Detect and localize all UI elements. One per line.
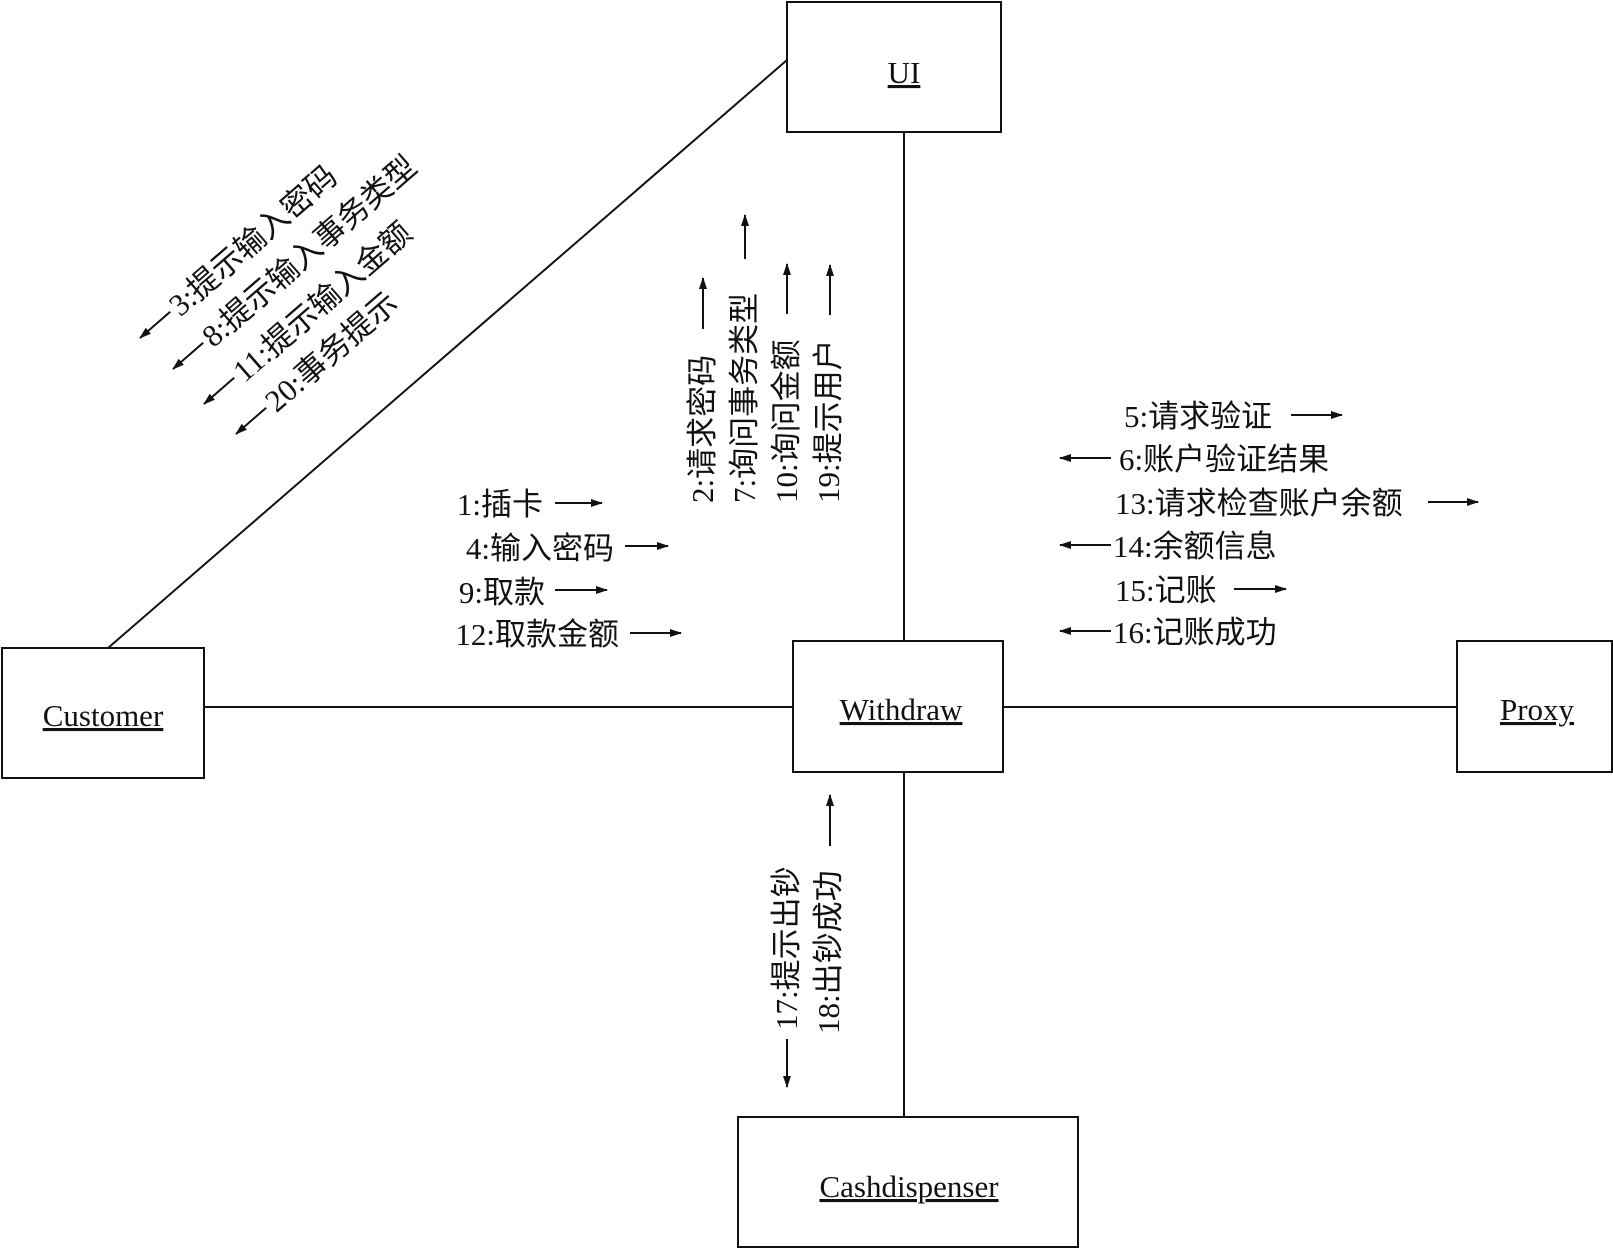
object-ui-label: UI — [888, 55, 921, 90]
msg-2: 2:请求密码 — [685, 355, 720, 503]
object-customer-label: Customer — [43, 698, 164, 733]
msg-15: 15:记账 — [1115, 573, 1217, 608]
object-cashdispenser: Cashdispenser — [737, 1116, 1079, 1248]
msg-10: 10:询问金额 — [769, 339, 804, 503]
msg-7: 7:询问事务类型 — [727, 293, 762, 503]
msg-16: 16:记账成功 — [1113, 615, 1277, 650]
messages-withdraw-proxy: 5:请求验证 6:账户验证结果 13:请求检查账户余额 14:余额信息 15:记… — [1059, 399, 1479, 650]
msg-5: 5:请求验证 — [1124, 399, 1272, 434]
object-proxy: Proxy — [1456, 640, 1613, 773]
msg-9: 9:取款 — [459, 575, 545, 610]
links — [107, 59, 1457, 1117]
messages-customer-to-withdraw: 1:插卡 4:输入密码 9:取款 12:取款金额 — [455, 487, 682, 652]
arrow-msg-11 — [203, 377, 235, 405]
msg-6: 6:账户验证结果 — [1119, 442, 1329, 477]
messages-ui-to-customer: 3:提示输入密码 8:提示输入事务类型 11:提示输入金额 20:事务提示 — [139, 149, 423, 435]
msg-4: 4:输入密码 — [466, 531, 614, 566]
msg-1: 1:插卡 — [457, 487, 543, 522]
object-proxy-label: Proxy — [1500, 692, 1575, 727]
arrow-msg-3 — [139, 311, 171, 339]
object-withdraw-label: Withdraw — [840, 692, 963, 727]
messages-withdraw-to-ui: 2:请求密码 7:询问事务类型 10:询问金额 19:提示用户 — [685, 214, 846, 503]
msg-17: 17:提示出钞 — [769, 866, 804, 1030]
messages-withdraw-cashdispenser: 17:提示出钞 18:出钞成功 — [769, 794, 846, 1088]
object-cashdispenser-label: Cashdispenser — [819, 1169, 999, 1204]
msg-18: 18:出钞成功 — [811, 870, 846, 1034]
object-ui: UI — [786, 1, 1002, 133]
arrow-msg-8 — [172, 342, 204, 370]
msg-12: 12:取款金额 — [455, 617, 619, 652]
object-withdraw: Withdraw — [792, 640, 1004, 773]
object-customer: Customer — [1, 647, 205, 779]
msg-13: 13:请求检查账户余额 — [1115, 486, 1403, 521]
arrow-msg-20 — [235, 407, 267, 435]
msg-19: 19:提示用户 — [811, 339, 846, 503]
link-customer-ui — [107, 59, 788, 649]
msg-14: 14:余额信息 — [1113, 529, 1277, 564]
